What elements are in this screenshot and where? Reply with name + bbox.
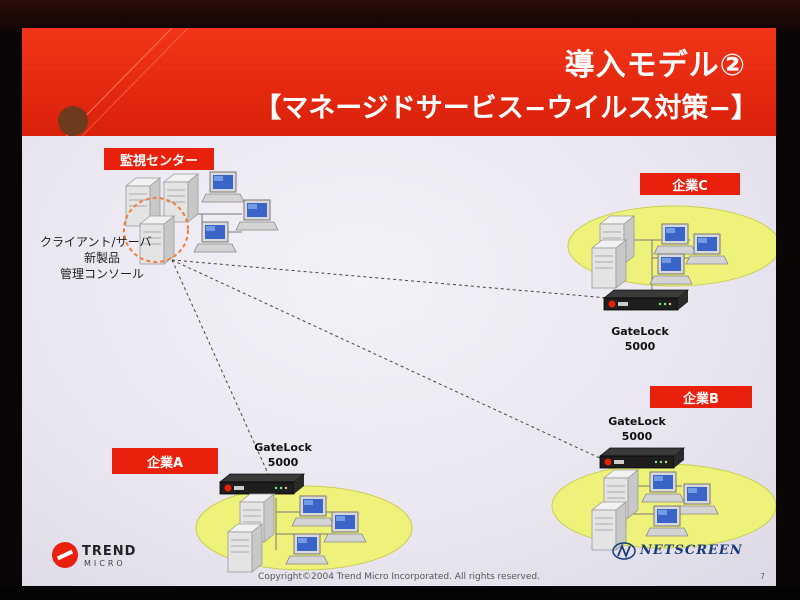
netscreen-logo: NETSCREEN [612,540,762,562]
presentation-slide: 導入モデル② 【マネージドサービス−ウイルス対策−】 [22,28,776,586]
gatelock-b-label: GateLock 5000 [602,414,672,444]
pc-icon [235,199,279,231]
company-b-label: 企業B [650,386,752,408]
company-c-label: 企業C [640,173,740,195]
copyright-notice: Copyright©2004 Trend Micro Incorporated.… [258,572,540,582]
network-diagram [123,171,776,573]
client-desc-line: 新製品 [83,251,120,265]
banner-dot [58,106,88,136]
company-a-network [195,473,413,573]
client-desc-line: 管理コンソール [59,267,144,281]
slide-subtitle: 【マネージドサービス−ウイルス対策−】 [254,93,758,124]
company-a-label: 企業A [112,448,218,474]
pc-icon [201,171,245,203]
logo-trend-text: TREND [82,544,137,559]
company-c-network [567,205,776,311]
server-icon [163,173,199,223]
room-background-bottom [0,586,800,600]
gatelock-model: 5000 [621,430,653,443]
trend-micro-logo: TREND MICRO [52,542,152,572]
server-icon [227,523,263,573]
client-desc-line: クライアント/サーバ [40,235,152,249]
company-b-network [551,447,776,551]
netscreen-logo-icon [612,542,636,560]
gatelock-model: 5000 [267,456,299,469]
gatelock-a-label: GateLock 5000 [248,440,318,470]
gatelock-name: GateLock [611,325,669,338]
gatelock-model: 5000 [624,340,656,353]
gatelock-name: GateLock [254,441,312,454]
gateway-device-icon [599,447,685,469]
link-center-to-company-c [171,259,609,299]
trend-micro-logo-icon [52,542,78,568]
monitoring-center-label: 監視センター [104,148,214,170]
pc-icon [193,221,237,253]
gateway-device-icon [219,473,305,495]
gateway-device-icon [603,289,689,311]
monitoring-center-network [123,171,279,265]
page-number: 7 [760,572,766,581]
room-background-top [0,0,800,30]
link-center-to-company-a [171,259,271,479]
link-center-to-company-b [171,259,605,461]
logo-micro-text: MICRO [84,559,126,568]
gatelock-name: GateLock [608,415,666,428]
slide-title: 導入モデル② [564,48,746,83]
highlight-ring [123,197,189,263]
title-banner: 導入モデル② 【マネージドサービス−ウイルス対策−】 [22,28,776,136]
netscreen-logo-text: NETSCREEN [640,543,743,558]
gatelock-c-label: GateLock 5000 [605,324,675,354]
server-icon [591,239,627,289]
client-description: クライアント/サーバ 新製品 管理コンソール [32,234,172,282]
